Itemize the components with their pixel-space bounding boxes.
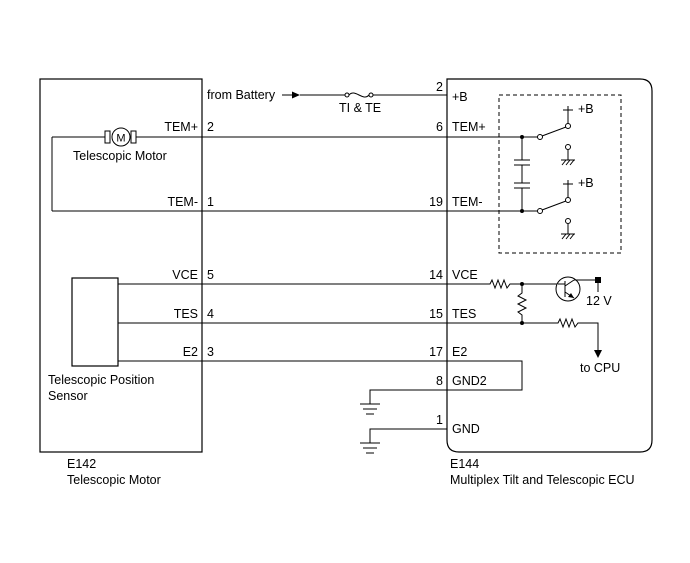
right-connector-code: E144: [450, 457, 479, 471]
right-connector-name: Multiplex Tilt and Telescopic ECU: [450, 473, 635, 487]
fuse-symbol: [300, 92, 447, 98]
left-pin-tes-name: TES: [174, 307, 198, 321]
left-pin-vce-number: 5: [207, 268, 214, 282]
relay-supply-1-label: +B: [578, 102, 594, 116]
sensor-label-line2: Sensor: [48, 389, 88, 403]
right-pin-tem-plus-name: TEM+: [452, 120, 486, 134]
left-pin-tem-plus-number: 2: [207, 120, 214, 134]
right-pin-tes-number: 15: [429, 307, 443, 321]
right-pin-tem-minus-number: 19: [429, 195, 443, 209]
left-pin-vce-name: VCE: [172, 268, 198, 282]
fuse-label: TI & TE: [339, 101, 381, 115]
motor-label: Telescopic Motor: [73, 149, 167, 163]
tes-cpu-line: [447, 317, 602, 358]
left-pin-tes-number: 4: [207, 307, 214, 321]
motor-m-label: M: [116, 133, 125, 145]
e2-gnd2-loop: [447, 360, 523, 391]
relay-switch-1: [447, 106, 575, 166]
right-pin-tes-name: TES: [452, 307, 476, 321]
right-pin-b-number: 2: [436, 80, 443, 94]
left-connector-code: E142: [67, 457, 96, 471]
relay-supply-2-label: +B: [578, 176, 594, 190]
right-pin-gnd2-number: 8: [436, 374, 443, 388]
right-pin-b-name: +B: [452, 90, 468, 104]
transistor-symbol: [522, 276, 601, 302]
right-pin-gnd-number: 1: [436, 413, 443, 427]
battery-source-label: from Battery: [207, 88, 276, 102]
pullup-resistor: [516, 284, 528, 325]
relay-dashed-box: [498, 94, 622, 254]
left-pin-tem-minus-name: TEM-: [167, 195, 198, 209]
ground-gnd2: [360, 389, 447, 415]
right-pin-e2-name: E2: [452, 345, 467, 359]
right-pin-e2-number: 17: [429, 345, 443, 359]
cpu-label: to CPU: [580, 361, 620, 375]
left-pin-tem-minus-number: 1: [207, 195, 214, 209]
right-pin-tem-plus-number: 6: [436, 120, 443, 134]
left-pin-e2-name: E2: [183, 345, 198, 359]
telescopic-motor-symbol: M: [51, 127, 202, 211]
right-pin-gnd-name: GND: [452, 422, 480, 436]
left-connector-name: Telescopic Motor: [67, 473, 161, 487]
capacitor-pair: [514, 135, 530, 213]
telescopic-motor-connector-box: [39, 78, 203, 453]
left-pin-e2-number: 3: [207, 345, 214, 359]
position-sensor-box: [71, 277, 119, 367]
relay-switch-2: [447, 180, 575, 240]
sensor-label-line1: Telescopic Position: [48, 373, 154, 387]
ground-gnd: [360, 428, 447, 454]
right-pin-vce-name: VCE: [452, 268, 478, 282]
right-pin-gnd2-name: GND2: [452, 374, 487, 388]
right-pin-tem-minus-name: TEM-: [452, 195, 483, 209]
regulator-voltage-label: 12 V: [586, 294, 612, 308]
ecu-box: [446, 78, 653, 453]
battery-arrow: [282, 91, 300, 99]
right-pin-vce-number: 14: [429, 268, 443, 282]
left-pin-tem-plus-name: TEM+: [164, 120, 198, 134]
